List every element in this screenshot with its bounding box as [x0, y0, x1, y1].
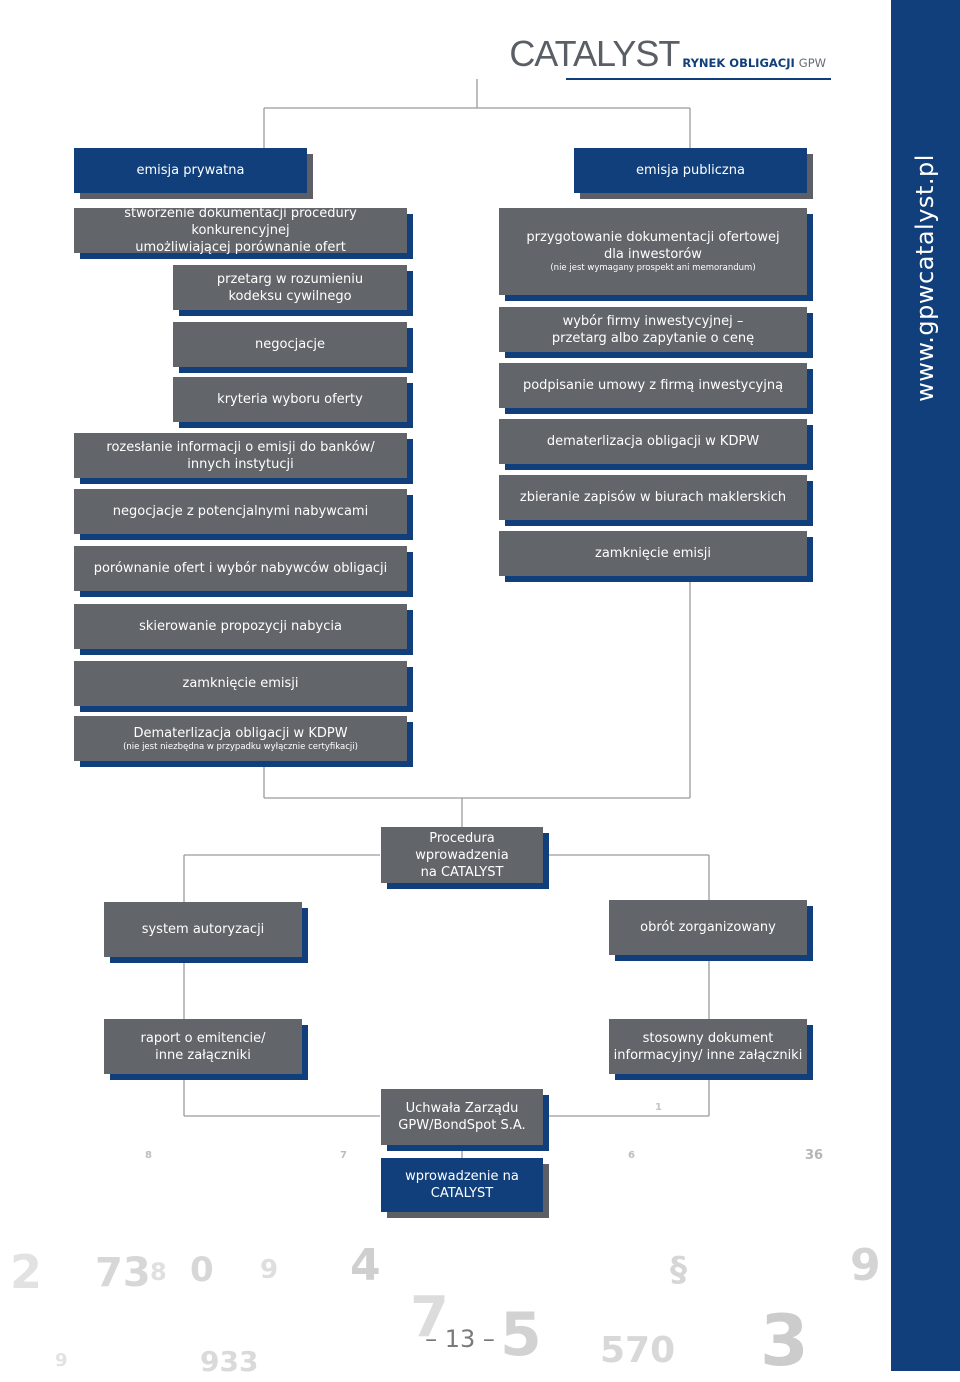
box-text-line: negocjacje z potencjalnymi nabywcami	[112, 504, 369, 519]
header-brand: CATALYST	[509, 33, 680, 74]
background-numeral: 73	[95, 1250, 151, 1296]
box-text-line: Procedura wprowadzenia	[415, 830, 509, 863]
background-numeral: 3	[760, 1300, 809, 1382]
background-numeral: 4	[350, 1240, 381, 1291]
box-text-line: wybór firmy inwestycyjnej –	[562, 313, 744, 329]
box-text-line: innych instytucji	[187, 456, 294, 472]
box-text-line: informacyjny/ inne załączniki	[613, 1047, 803, 1063]
procedure-title-box: Procedura wprowadzenia na CATALYST	[381, 827, 543, 883]
box-text-line: Uchwała Zarządu	[405, 1101, 519, 1116]
authorization-system-box: system autoryzacji	[104, 902, 302, 957]
header-subtitle: GPW	[798, 56, 826, 70]
background-numeral: 9	[55, 1350, 68, 1371]
public-close-box: zamknięcie emisji	[499, 531, 807, 576]
board-resolution-box: Uchwała Zarządu GPW/BondSpot S.A.	[381, 1089, 543, 1145]
private-buyer-negotiations-box: negocjacje z potencjalnymi nabywcami	[74, 489, 407, 534]
box-text-line: zamknięcie emisji	[182, 676, 299, 691]
organized-trading-box: obrót zorganizowany	[609, 900, 807, 955]
box-text-line: umożliwiającej porównanie ofert	[135, 240, 346, 255]
box-text-line: zamknięcie emisji	[595, 546, 711, 561]
private-close-box: zamknięcie emisji	[74, 661, 407, 706]
header-subtitle-bold: RYNEK OBLIGACJI	[682, 56, 795, 70]
box-text-line: przetarg w rozumieniu	[216, 271, 364, 287]
private-documentation-box: stworzenie dokumentacji procedury konkur…	[74, 206, 407, 255]
box-text-line: podpisanie umowy z firmą inwestycyjną	[522, 378, 784, 393]
background-numeral: 0	[190, 1250, 214, 1290]
background-numeral: 7	[340, 1150, 347, 1161]
private-issue-header: emisja prywatna	[74, 148, 307, 193]
box-text-line: wprowadzenie na	[405, 1169, 519, 1184]
background-numeral: 5	[500, 1300, 542, 1370]
box-text-line: raport o emitencie/	[140, 1030, 266, 1046]
box-text-line: rozesłanie informacji o emisji do banków…	[106, 439, 375, 455]
background-numeral: 2	[10, 1245, 43, 1299]
box-text-line: system autoryzacji	[141, 922, 265, 937]
box-text-line: obrót zorganizowany	[640, 920, 776, 935]
public-dematerialization-box: dematerlizacja obligacji w KDPW	[499, 419, 807, 464]
background-numeral: 7	[410, 1285, 449, 1350]
background-numeral: 8	[145, 1150, 152, 1161]
issuer-report-box: raport o emitencie/ inne załączniki	[104, 1019, 302, 1074]
private-tender-box: przetarg w rozumieniu kodeksu cywilnego	[173, 265, 407, 310]
background-numeral: 570	[600, 1330, 676, 1371]
header: CATALYST RYNEK OBLIGACJI GPW	[509, 36, 826, 72]
public-subscriptions-box: zbieranie zapisów w biurach maklerskich	[499, 475, 807, 520]
box-note: (nie jest niezbędna w przypadku wyłączni…	[123, 741, 358, 752]
private-negotiations-box: negocjacje	[173, 322, 407, 367]
box-text-line: dla inwestorów	[604, 247, 702, 262]
information-document-box: stosowny dokument informacyjny/ inne zał…	[609, 1019, 807, 1074]
page-number: – 13 –	[425, 1325, 495, 1353]
private-info-box: rozesłanie informacji o emisji do banków…	[74, 433, 407, 478]
public-contract-box: podpisanie umowy z firmą inwestycyjną	[499, 363, 807, 408]
header-rule	[566, 78, 831, 80]
background-numeral: 36	[805, 1148, 824, 1163]
private-proposal-box: skierowanie propozycji nabycia	[74, 604, 407, 649]
background-numeral: §	[670, 1250, 687, 1290]
private-compare-box: porównanie ofert i wybór nabywców obliga…	[74, 546, 407, 591]
side-band	[891, 0, 960, 1371]
box-text-line: przygotowanie dokumentacji ofertowej	[526, 230, 780, 245]
background-numeral: 1	[655, 1102, 662, 1113]
box-text-line: kryteria wyboru oferty	[217, 392, 363, 407]
box-text-line: porównanie ofert i wybór nabywców obliga…	[93, 561, 388, 576]
background-numeral: 8	[150, 1258, 167, 1286]
box-text-line: dematerlizacja obligacji w KDPW	[546, 434, 760, 449]
box-text-line: Dematerlizacja obligacji w KDPW	[133, 725, 348, 741]
box-text-line: skierowanie propozycji nabycia	[139, 619, 342, 634]
listing-box: wprowadzenie na CATALYST	[381, 1158, 543, 1212]
box-text-line: stosowny dokument	[642, 1030, 774, 1046]
box-text-line: inne załączniki	[155, 1047, 251, 1063]
box-text-line: CATALYST	[430, 1186, 494, 1201]
public-issue-header: emisja publiczna	[574, 148, 807, 193]
private-criteria-box: kryteria wyboru oferty	[173, 377, 407, 422]
public-firm-selection-box: wybór firmy inwestycyjnej – przetarg alb…	[499, 307, 807, 352]
box-text-line: GPW/BondSpot S.A.	[398, 1118, 526, 1133]
private-issue-title: emisja prywatna	[136, 163, 245, 178]
box-text-line: negocjacje	[255, 337, 325, 352]
background-numeral: 933	[200, 1345, 259, 1378]
private-dematerialization-box: Dematerlizacja obligacji w KDPW (nie jes…	[74, 716, 407, 761]
box-note: (nie jest wymagany prospekt ani memorand…	[550, 263, 756, 273]
box-text-line: na CATALYST	[420, 864, 504, 880]
public-issue-title: emisja publiczna	[636, 163, 745, 178]
background-numeral: 9	[850, 1240, 881, 1291]
public-documentation-box: przygotowanie dokumentacji ofertowej dla…	[499, 208, 807, 295]
box-text-line: zbieranie zapisów w biurach maklerskich	[519, 490, 787, 505]
box-text-line: przetarg albo zapytanie o cenę	[551, 330, 755, 346]
box-text-line: stworzenie dokumentacji procedury konkur…	[124, 206, 357, 238]
background-numeral: 6	[628, 1150, 635, 1161]
background-numeral: 9	[260, 1255, 279, 1285]
box-text-line: kodeksu cywilnego	[228, 288, 352, 304]
